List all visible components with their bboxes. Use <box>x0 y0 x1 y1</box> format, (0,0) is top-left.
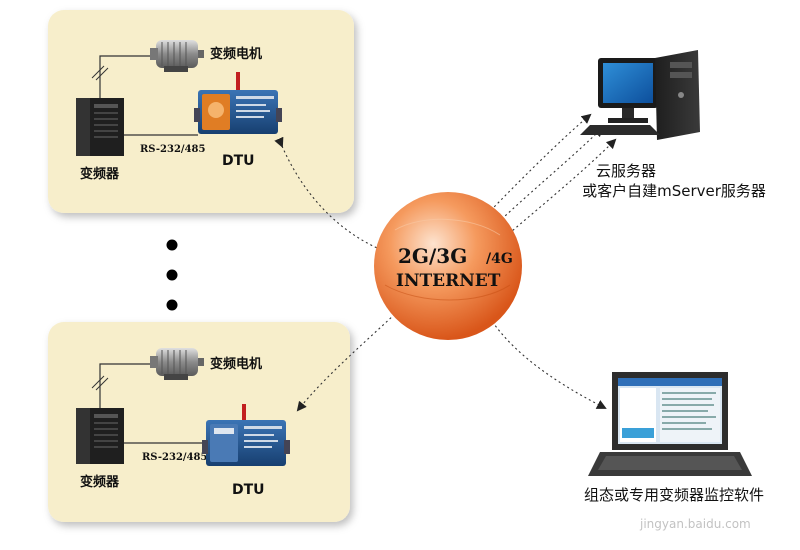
globe-icon <box>374 192 522 340</box>
monitoring-laptop: 组态或专用变频器监控软件 <box>584 372 764 504</box>
server-label-line2: 或客户自建mServer服务器 <box>582 182 766 200</box>
internet-label: INTERNET <box>396 271 501 291</box>
ellipsis-dot <box>166 299 178 311</box>
motor-icon <box>150 40 204 72</box>
watermark: jingyan.baidu.com <box>639 517 751 531</box>
cloud-server: 云服务器 或客户自建mServer服务器 <box>580 50 766 200</box>
motor-icon <box>150 348 204 380</box>
motor-label: 变频电机 <box>210 46 262 62</box>
network-generation-label: 2G/3G <box>398 244 467 268</box>
server-label-line1: 云服务器 <box>596 162 656 180</box>
inverter-label: 变频器 <box>80 166 120 182</box>
link-internet-monitor <box>479 299 607 409</box>
dtu-label: DTU <box>232 482 265 498</box>
cable-mark <box>95 377 109 391</box>
inverter-label: 变频器 <box>80 474 120 490</box>
pc-tower-icon <box>655 50 700 140</box>
inverter-icon <box>76 408 124 464</box>
ellipsis-dot <box>166 269 178 281</box>
keyboard-icon <box>580 125 660 135</box>
link-dtu1-internet <box>274 136 416 261</box>
rs-label: RS-232/485 <box>140 144 205 155</box>
motor-label: 变频电机 <box>210 356 262 372</box>
panel-background <box>48 322 350 522</box>
monitor-icon <box>598 58 658 123</box>
ellipsis-dot <box>166 239 178 251</box>
site-panel-2: 变频电机 变频器 RS-232/485 <box>48 322 350 522</box>
cable-mark <box>95 67 109 81</box>
dtu-icon <box>194 72 282 134</box>
inverter-icon <box>76 98 124 156</box>
internet-globe: 2G/3G /4G INTERNET <box>374 192 522 340</box>
monitor-software-label: 组态或专用变频器监控软件 <box>584 486 764 504</box>
dtu-icon <box>202 404 290 466</box>
cable-mark <box>91 65 105 79</box>
network-4g-label: /4G <box>486 251 513 267</box>
motor-cable <box>99 363 150 412</box>
motor-cable <box>99 55 150 100</box>
laptop-icon <box>588 372 752 476</box>
rs-label: RS-232/485 <box>142 452 207 463</box>
dtu-label: DTU <box>222 153 255 169</box>
site-panel-1: 变频电机 变频器 RS-232/485 <box>48 10 354 213</box>
cable-mark <box>91 375 105 389</box>
